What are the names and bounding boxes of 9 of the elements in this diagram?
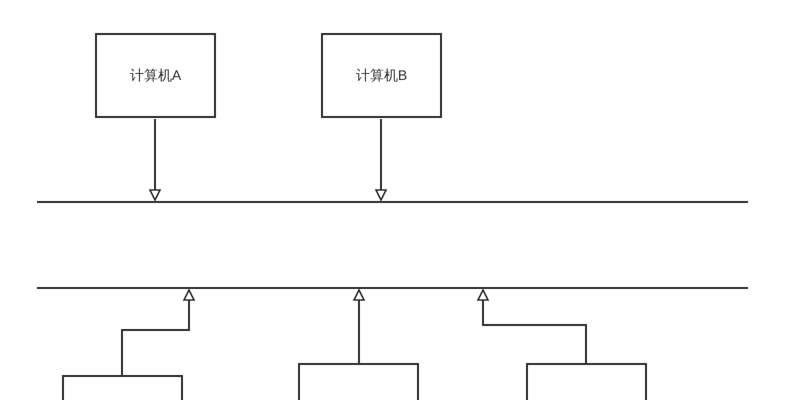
arrow: [353, 289, 365, 364]
arrow: [375, 119, 387, 201]
arrow: [149, 119, 161, 201]
computer-box: 计算机B: [321, 33, 442, 118]
arrow: [477, 289, 587, 364]
arrow: [121, 289, 195, 376]
computer-box: 计算机A: [95, 33, 216, 118]
bus-line: [37, 287, 748, 289]
bus-line: [37, 201, 748, 203]
